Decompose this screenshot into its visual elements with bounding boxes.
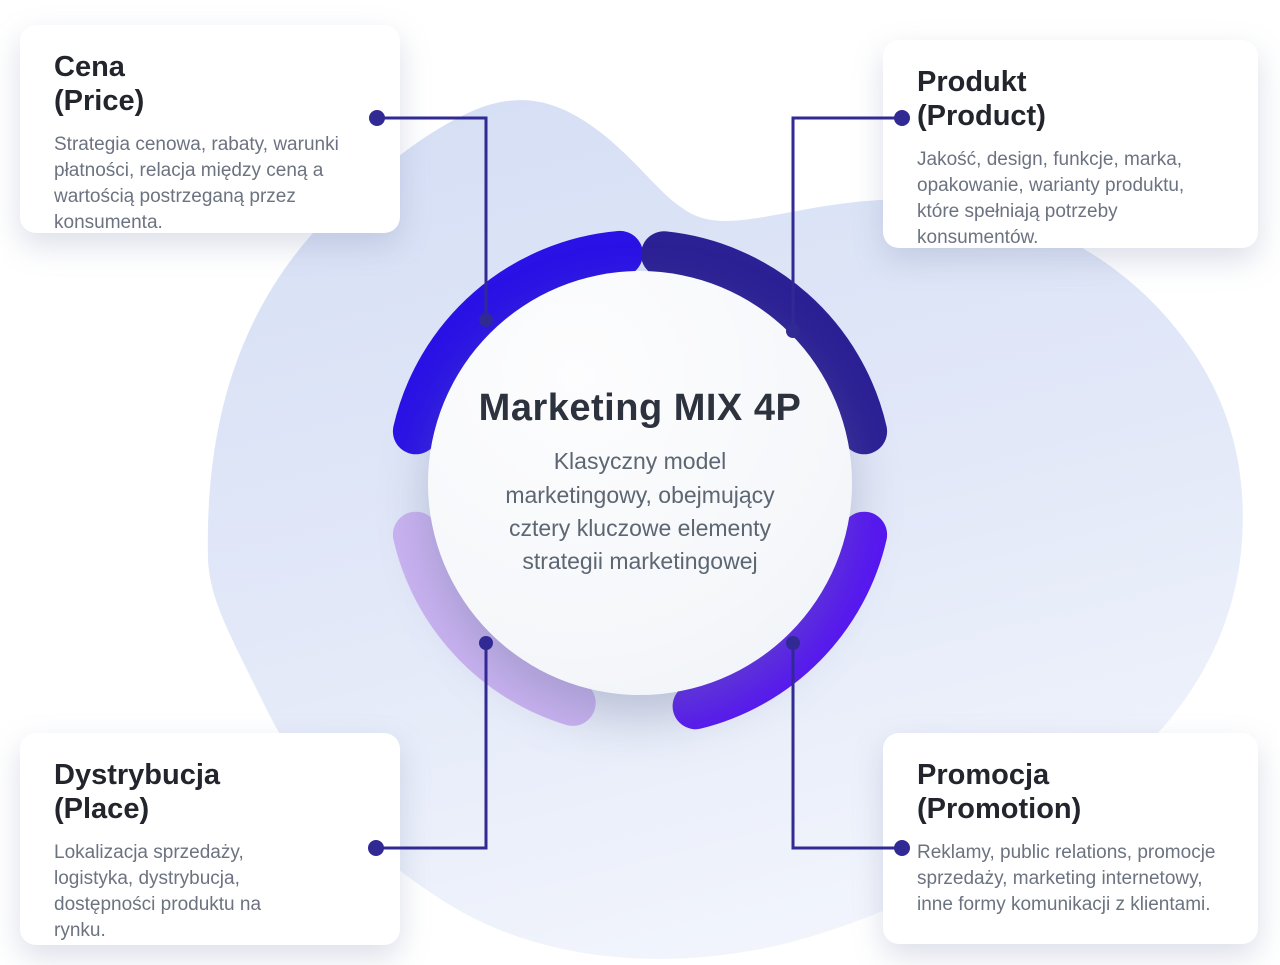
card-promotion-title: Promocja	[917, 759, 1050, 791]
card-promotion-body: Reklamy, public relations, promocje sprz…	[917, 841, 1216, 915]
connector-dot	[368, 840, 384, 856]
connector-line-place	[376, 643, 488, 850]
card-price-body: Strategia cenowa, rabaty, warunki płatno…	[54, 133, 339, 233]
card-price-subtitle: (Price)	[54, 84, 145, 117]
card-product-title: Produkt	[917, 66, 1027, 98]
card-promotion-subtitle: (Promotion)	[917, 792, 1082, 825]
card-price-title: Cena	[54, 51, 125, 83]
connector-dot	[479, 313, 493, 327]
connector-dot	[369, 110, 385, 126]
connector-dot	[479, 636, 493, 650]
card-product-subtitle: (Product)	[917, 99, 1046, 132]
arc-price	[392, 230, 643, 455]
center-circle: Marketing MIX 4P Klasyczny model marketi…	[428, 271, 852, 695]
card-place-title: Dystrybucja	[54, 759, 221, 791]
center-title: Marketing MIX 4P	[478, 387, 802, 430]
connector-dot	[786, 324, 800, 338]
connector-dot	[894, 110, 910, 126]
connector-line-promotion	[791, 643, 902, 850]
card-place: Dystrybucja (Place) Lokalizacja sprzedaż…	[20, 733, 400, 945]
card-product: Produkt (Product) Jakość, design, funkcj…	[883, 40, 1258, 248]
card-price: Cena (Price) Strategia cenowa, rabaty, w…	[20, 25, 400, 233]
card-promotion: Promocja (Promotion) Reklamy, public rel…	[883, 733, 1258, 944]
center-description: Klasyczny model marketingowy, obejmujący…	[505, 448, 775, 575]
arc-place	[392, 511, 596, 726]
connector-dot	[894, 840, 910, 856]
connector-line-price	[377, 116, 488, 320]
connector-dot	[786, 636, 800, 650]
card-place-body: Lokalizacja sprzedaży, logistyka, dystry…	[54, 841, 262, 941]
card-product-body: Jakość, design, funkcje, marka, opakowan…	[917, 148, 1185, 248]
arc-promotion	[672, 511, 888, 730]
card-place-subtitle: (Place)	[54, 792, 150, 825]
connector-line-product	[791, 116, 902, 331]
